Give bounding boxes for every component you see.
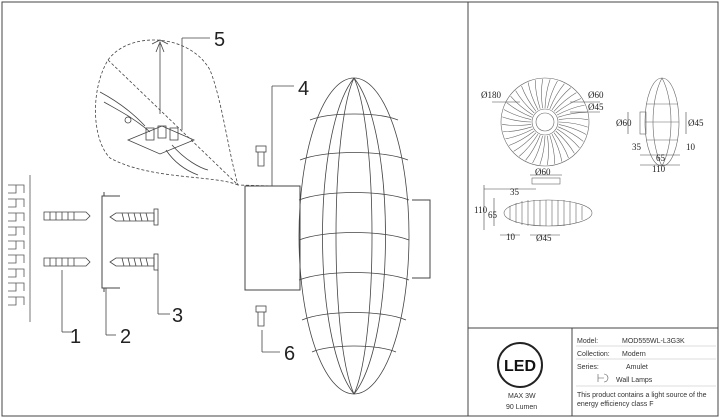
canopy-base — [244, 185, 301, 291]
wall-hatch — [8, 175, 31, 322]
mounting-bracket — [101, 192, 120, 292]
rosette-rib — [521, 85, 537, 112]
side-view — [639, 77, 680, 167]
dim-top-35: 35 — [510, 187, 520, 197]
series-label: Series: — [577, 364, 599, 371]
rosette-rib — [551, 87, 571, 111]
dim-top-110: 110 — [474, 205, 488, 215]
dim-side-65: 65 — [656, 153, 666, 163]
screw-bottom — [109, 253, 159, 271]
callout-6: 6 — [284, 343, 295, 365]
energy-note-line1: This product contains a light source of … — [577, 392, 707, 399]
rosette-rib — [525, 135, 541, 161]
rosette-rib — [547, 80, 558, 109]
dim-side-right: Ø45 — [688, 118, 704, 128]
rosette-rib — [544, 79, 551, 109]
collection-value: Modern — [622, 351, 646, 358]
rosette-rib — [510, 96, 534, 116]
power-rating: MAX 3W — [508, 393, 536, 400]
rosette-rib — [558, 111, 587, 118]
dim-side-left: Ø60 — [616, 118, 632, 128]
rosette-rib — [553, 92, 577, 112]
lumen-rating: 90 Lumen — [506, 404, 537, 411]
rosette-rib — [505, 128, 534, 140]
callout-4: 4 — [298, 78, 309, 100]
rosette-rib — [527, 82, 539, 111]
screw-small-bottom — [255, 305, 267, 327]
wall-lamp-icon — [597, 373, 609, 383]
lamp-shade-side — [298, 77, 410, 395]
rosette-rib — [541, 79, 543, 109]
rosette-rib — [553, 132, 569, 159]
type-value: Wall Lamps — [616, 377, 653, 384]
rosette-rib — [556, 104, 585, 116]
dim-front-inner: Ø45 — [588, 102, 604, 112]
rosette-rib — [502, 116, 532, 123]
rosette-rib — [515, 90, 535, 114]
callout-3: 3 — [172, 305, 183, 327]
dim-top-60: Ø60 — [535, 167, 551, 177]
rosette-rib — [503, 126, 532, 133]
led-logo: LED — [497, 342, 543, 388]
rosette-rib — [556, 128, 580, 148]
rosette-rib — [508, 130, 535, 146]
front-view — [500, 77, 590, 167]
rosette-rib — [549, 135, 556, 164]
rosette-rib — [534, 80, 541, 109]
rosette-rib — [503, 109, 532, 120]
rosette-rib — [558, 126, 584, 142]
rosette-rib — [555, 130, 575, 154]
dim-top-10: 10 — [506, 232, 516, 242]
callout-2: 2 — [120, 326, 131, 348]
collection-label: Collection: — [577, 351, 610, 358]
dim-top-65: 65 — [488, 210, 498, 220]
wall-plug-bottom — [43, 257, 91, 267]
energy-note-line2: energy efficiency class F — [577, 401, 654, 408]
led-logo-text: LED — [504, 358, 536, 375]
wiring-detail-bubble — [95, 39, 273, 187]
dim-front-mid: Ø60 — [588, 90, 604, 100]
rosette-rib — [502, 124, 532, 126]
wall-plug-top — [43, 211, 91, 221]
dim-side-10: 10 — [686, 142, 696, 152]
rosette-rib — [558, 121, 588, 128]
model-label: Model: — [577, 338, 598, 345]
callout-1: 1 — [70, 326, 81, 348]
rosette-rib — [532, 135, 543, 164]
rosette-rib — [539, 135, 546, 165]
rosette-rib — [547, 135, 549, 165]
dim-side-35: 35 — [632, 142, 642, 152]
rosette-rib — [558, 124, 587, 135]
top-view — [503, 177, 593, 227]
dim-top-45: Ø45 — [536, 233, 552, 243]
rosette-rib — [555, 98, 582, 114]
dim-side-110: 110 — [652, 164, 666, 174]
callout-5: 5 — [214, 29, 225, 51]
rosette-rib — [549, 83, 565, 109]
screw-top — [109, 208, 159, 226]
screw-small-top — [255, 145, 267, 167]
rosette-rib — [551, 133, 563, 162]
model-value: MOD555WL-L3G3K — [622, 338, 685, 345]
rosette-rib — [558, 118, 588, 120]
rosette-rib — [506, 102, 532, 118]
dim-front-outer: Ø180 — [481, 90, 501, 100]
rosette-rib — [519, 133, 539, 157]
rosette-rib — [513, 132, 537, 152]
series-value: Amulet — [626, 364, 648, 371]
wall-plate-edge — [412, 199, 431, 279]
